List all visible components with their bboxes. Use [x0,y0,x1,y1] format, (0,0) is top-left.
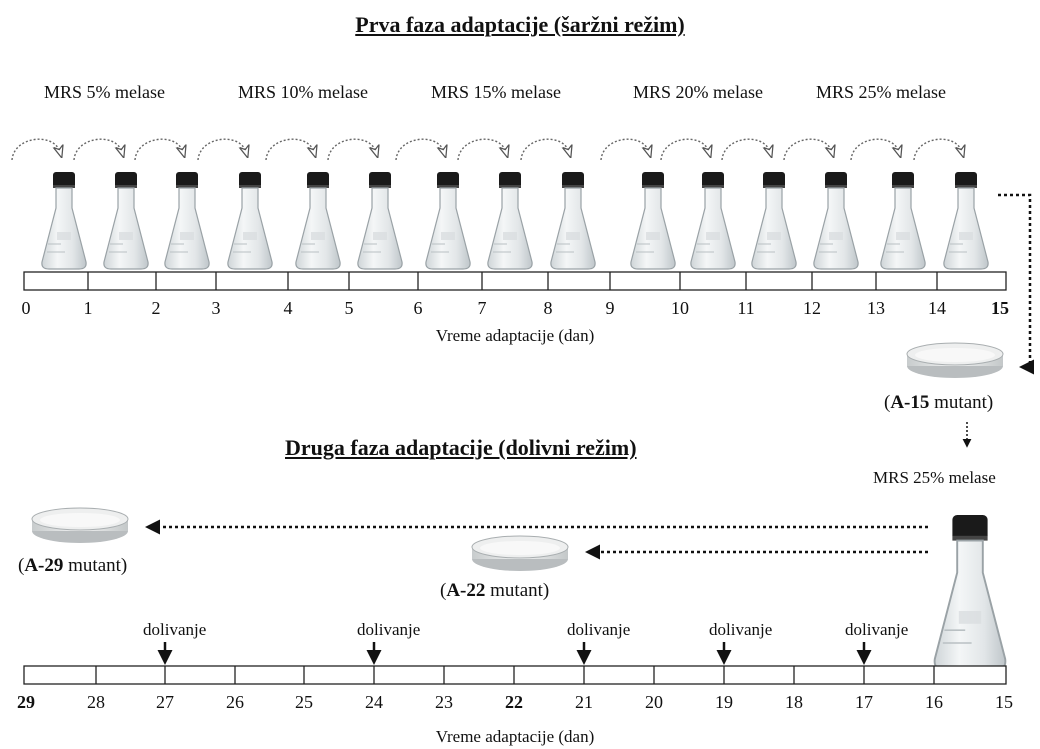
phase2-tick-label: 23 [435,692,453,712]
a22-petri-dish [471,535,569,572]
phase1-tick-label: 6 [413,298,423,318]
phase1-tick-label: 11 [737,298,755,318]
phase1-tick-label: 12 [803,298,821,318]
phase1-tick-label: 13 [867,298,885,318]
a29-mutant-label: (A-29 mutant) [18,555,128,576]
phase2-tick-label: 19 [715,692,733,712]
transfer-arrow [600,138,649,161]
a22-mutant-label: (A-22 mutant) [440,580,550,601]
phase2-axis-title: Vreme adaptacije (dan) [435,727,595,746]
flask [550,172,596,270]
phase1-axis-title: Vreme adaptacije (dan) [435,326,595,345]
phase1-axis-bar [23,271,1007,291]
flask [103,172,149,270]
phase2-title: Druga faza adaptacije (dolivni režim) [285,435,637,460]
phase2-tick-label: 17 [855,692,873,712]
flask [487,172,533,270]
flask [690,172,736,270]
a15-mutant-label: (A-15 mutant) [884,392,994,413]
transfer-arrow [134,138,183,161]
phase1-title: Prva faza adaptacije (šaržni režim) [355,12,685,37]
flask [813,172,859,270]
phase2-tick-label: 24 [365,692,383,712]
transfer-arrow [850,138,899,161]
phase1-tick-label: 8 [543,298,553,318]
phase1-flasks [41,172,989,270]
flask [751,172,797,270]
flask [357,172,403,270]
flask [227,172,273,270]
phase2-tick-label: 29 [17,692,35,712]
transfer-arrow [520,138,569,161]
phase1-tick-label: 4 [283,298,293,318]
phase2-tick-label: 25 [295,692,313,712]
flask [295,172,341,270]
transfer-arrow [197,138,246,161]
transfer-arrows [11,138,962,161]
a15-code: A-15 [890,392,930,413]
phase1-tick-label: 9 [605,298,615,318]
medium-label-10: MRS 10% melase [238,82,368,102]
phase2-tick-label: 16 [925,692,943,712]
a29-code: A-29 [24,555,64,576]
transfer-arrow [265,138,314,161]
transfer-arrow [721,138,770,161]
transfer-arrow [660,138,709,161]
flask [880,172,926,270]
medium-label-25: MRS 25% melase [816,82,946,102]
phase1-tick-label: 10 [671,298,689,318]
phase2-tick-label: 22 [505,692,523,712]
phase2-tick-label: 18 [785,692,803,712]
a22-suffix: mutant) [485,580,550,601]
phase1-tick-label: 0 [21,298,31,318]
phase1-tick-label: 7 [477,298,487,318]
phase1-tick-label: 5 [344,298,354,318]
phase2-flask [933,515,1007,672]
phase1-axis [23,271,1007,291]
phase1-tick-label: 1 [83,298,93,318]
flask [41,172,87,270]
transfer-arrow [783,138,832,161]
transfer-arrow [11,138,60,161]
phase1-tick-label: 3 [211,298,221,318]
flask [943,172,989,270]
phase1-tick-label: 14 [928,298,946,318]
phase2-tick-label: 28 [87,692,105,712]
feed-label-27: dolivanje [143,620,207,639]
phase2-tick-label: 21 [575,692,593,712]
medium-label-15: MRS 15% melase [431,82,561,102]
transfer-arrow [913,138,962,161]
phase2-tick-label: 20 [645,692,663,712]
medium-label-5: MRS 5% melase [44,82,165,102]
phase2-axis [23,665,1007,685]
phase2-axis-bar [23,665,1007,685]
medium-label-20: MRS 20% melase [633,82,763,102]
flask [425,172,471,270]
feed-label-19: dolivanje [709,620,773,639]
phase2-medium-label: MRS 25% melase [873,468,996,487]
flask [630,172,676,270]
a29-petri-dish [31,507,129,544]
phase1-tick-label: 15 [991,298,1009,318]
transfer-arrow [457,138,506,161]
a29-suffix: mutant) [63,555,128,576]
transfer-arrow [395,138,444,161]
a15-petri-dish [906,342,1004,379]
a22-code: A-22 [446,580,486,601]
phase2-tick-label: 27 [156,692,174,712]
phase2-tick-label: 15 [995,692,1013,712]
feed-label-17: dolivanje [845,620,909,639]
phase1-tick-label: 2 [151,298,161,318]
flask [164,172,210,270]
feed-label-21: dolivanje [567,620,631,639]
a15-suffix: mutant) [929,392,994,413]
transfer-arrow [327,138,376,161]
transfer-arrow [73,138,122,161]
phase2-tick-label: 26 [226,692,244,712]
feed-label-24: dolivanje [357,620,421,639]
feed-arrows [157,642,872,665]
